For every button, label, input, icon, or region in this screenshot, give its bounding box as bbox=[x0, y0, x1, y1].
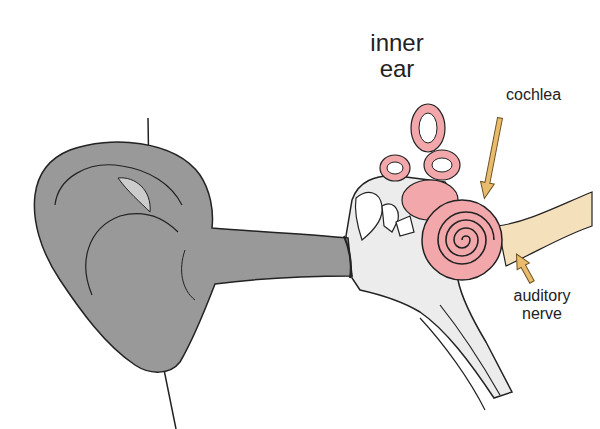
helix-fold bbox=[55, 165, 182, 205]
ossicle bbox=[396, 216, 414, 236]
tragus-fold bbox=[182, 250, 195, 300]
cochlea-shape bbox=[422, 200, 502, 280]
semicircular-canal bbox=[380, 155, 410, 181]
antihelix-fold bbox=[86, 214, 178, 295]
leader-arrow bbox=[477, 117, 506, 200]
semicircular-canal bbox=[411, 104, 445, 152]
part-label: inner ear bbox=[362, 30, 432, 83]
ossicle bbox=[382, 204, 398, 232]
cochlea-spiral bbox=[438, 212, 494, 264]
middle-ear bbox=[346, 176, 512, 398]
part-label: cochlea bbox=[506, 86, 561, 104]
eardrum bbox=[344, 236, 351, 278]
semicircular-canal bbox=[424, 150, 460, 180]
eustachian-tube bbox=[440, 305, 500, 395]
leader-arrow bbox=[510, 251, 538, 286]
ossicle bbox=[355, 192, 382, 240]
auditory-nerve bbox=[498, 192, 592, 266]
eustachian-tube-wall bbox=[420, 318, 485, 410]
part-label: auditory nerve bbox=[504, 287, 580, 322]
outer-ear bbox=[34, 142, 352, 372]
canal-hole bbox=[419, 113, 437, 143]
canal-hole bbox=[387, 162, 403, 174]
ear-fold bbox=[118, 178, 150, 212]
canal-hole bbox=[432, 158, 452, 172]
